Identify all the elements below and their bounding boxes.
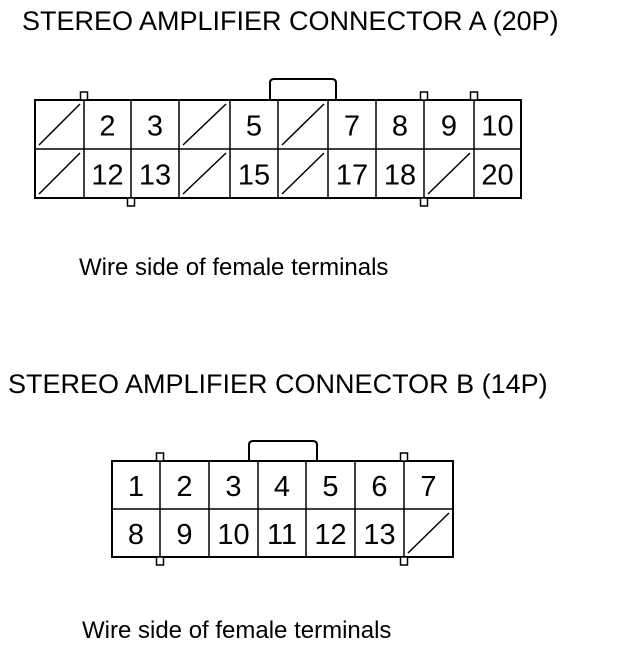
connector-b-terminal-number: 12 bbox=[314, 519, 346, 551]
connector-a-terminal-number: 12 bbox=[91, 160, 123, 192]
connector-b-terminal-number: 10 bbox=[217, 519, 249, 551]
connector-a-terminal-number: 13 bbox=[139, 160, 171, 192]
connector-a-terminal-number: 2 bbox=[99, 111, 115, 143]
connector-b-terminal-number: 9 bbox=[176, 519, 192, 551]
connector-b-terminal-number: 1 bbox=[128, 471, 144, 503]
connector-a-terminal-number: 20 bbox=[481, 160, 513, 192]
connector-a-empty-cavity-slash bbox=[281, 103, 325, 146]
connector-a-peg bbox=[79, 91, 89, 101]
connector-a-empty-cavity-slash bbox=[38, 103, 81, 146]
connector-a-peg bbox=[419, 91, 429, 101]
connector-a-peg bbox=[126, 197, 136, 207]
connector-a-terminal-number: 3 bbox=[147, 111, 163, 143]
connector-b-title: STEREO AMPLIFIER CONNECTOR B (14P) bbox=[8, 369, 548, 399]
connector-a-terminal-number: 9 bbox=[441, 111, 457, 143]
connector-b-terminal-number: 3 bbox=[225, 471, 241, 503]
connector-a-terminal-number: 10 bbox=[481, 111, 513, 143]
connector-b-peg bbox=[155, 452, 165, 462]
connector-b-terminal-number: 7 bbox=[420, 471, 436, 503]
connector-a-empty-cavity-slash bbox=[38, 152, 81, 195]
connector-a-locking-tab bbox=[269, 78, 337, 100]
connector-b-terminal-number: 5 bbox=[322, 471, 338, 503]
connector-b-terminal-number: 6 bbox=[371, 471, 387, 503]
connector-b-terminal-number: 8 bbox=[128, 519, 144, 551]
connector-a-empty-cavity-slash bbox=[427, 152, 471, 195]
connector-b-terminal-number: 13 bbox=[363, 519, 395, 551]
connector-a-terminal-number: 8 bbox=[392, 111, 408, 143]
connector-b-locking-tab bbox=[248, 440, 318, 461]
connector-a-peg bbox=[469, 91, 479, 101]
connector-a-caption: Wire side of female terminals bbox=[79, 254, 389, 281]
connector-a-empty-cavity-slash bbox=[281, 152, 325, 195]
connector-b-caption: Wire side of female terminals bbox=[82, 617, 392, 644]
connector-a-terminal-number: 5 bbox=[246, 111, 262, 143]
connector-b-terminal-number: 11 bbox=[267, 519, 297, 551]
connector-a-empty-cavity-slash bbox=[182, 103, 227, 146]
connector-b-peg bbox=[399, 556, 409, 566]
connector-b-peg bbox=[155, 556, 165, 566]
connector-a-terminal-number: 17 bbox=[336, 160, 368, 192]
connector-b-peg bbox=[399, 452, 409, 462]
connector-b-terminal-number: 4 bbox=[274, 471, 290, 503]
connector-b-empty-cavity-slash bbox=[407, 512, 450, 554]
connector-a-empty-cavity-slash bbox=[182, 152, 227, 195]
connector-b-terminal-number: 2 bbox=[176, 471, 192, 503]
connector-a-terminal-number: 15 bbox=[238, 160, 270, 192]
connector-a-terminal-number: 18 bbox=[384, 160, 416, 192]
connector-a-peg bbox=[419, 197, 429, 207]
connector-a-terminal-number: 7 bbox=[344, 111, 360, 143]
connector-a-title: STEREO AMPLIFIER CONNECTOR A (20P) bbox=[22, 6, 559, 36]
